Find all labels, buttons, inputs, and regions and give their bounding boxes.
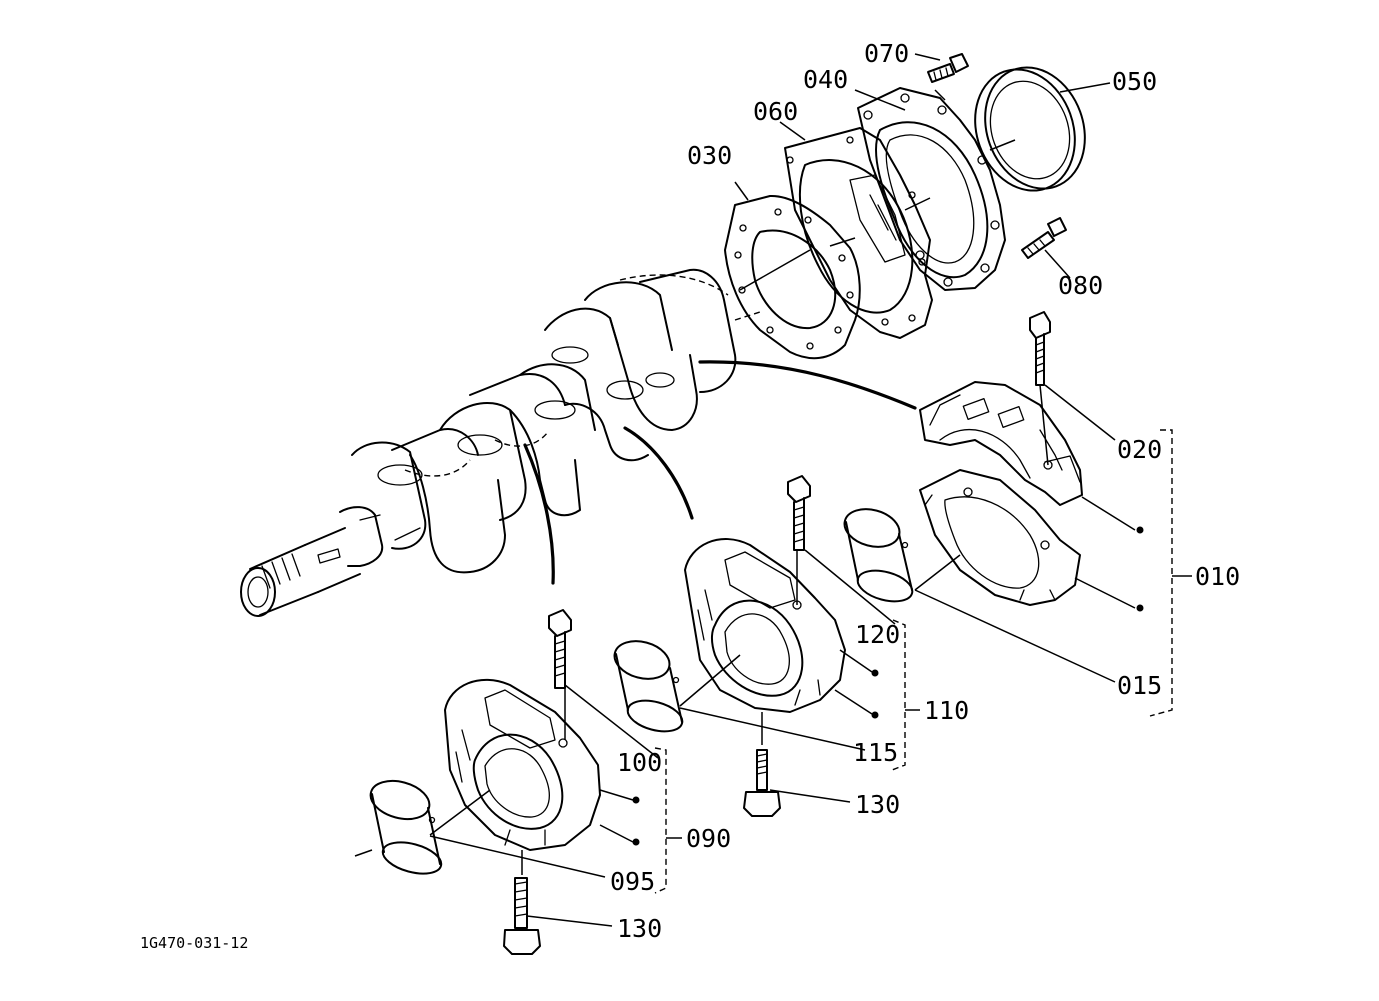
bolt-130-middle <box>743 749 781 817</box>
leader-lines <box>354 53 1136 927</box>
label-110: 110 <box>924 696 969 725</box>
crankshaft-body <box>339 268 761 574</box>
crankshaft <box>240 268 761 617</box>
reference-dots <box>632 526 1144 846</box>
bearing-case-110 <box>684 538 846 713</box>
label-070: 070 <box>864 39 909 68</box>
label-010: 010 <box>1195 562 1240 591</box>
label-130-middle: 130 <box>855 790 900 819</box>
bearing-case-010 <box>919 381 1083 606</box>
group-brackets <box>654 429 1192 894</box>
crankshaft-spline-end <box>240 527 361 617</box>
oil-seal-050 <box>974 66 1086 192</box>
assembly-arcs <box>523 360 917 585</box>
label-030: 030 <box>687 141 732 170</box>
bolt-130-left <box>503 877 541 955</box>
bolt-020 <box>1029 311 1051 386</box>
bearing-case-010-lower <box>919 469 1081 606</box>
label-060: 060 <box>753 97 798 126</box>
bushing-015 <box>843 508 914 603</box>
drawing-code: 1G470-031-12 <box>140 934 248 952</box>
label-100: 100 <box>617 748 662 777</box>
label-015: 015 <box>1117 671 1162 700</box>
label-120: 120 <box>855 620 900 649</box>
label-130-left: 130 <box>617 914 662 943</box>
label-095: 095 <box>610 867 655 896</box>
bushing-095 <box>369 779 443 875</box>
label-050: 050 <box>1112 67 1157 96</box>
bearing-case-010-upper <box>919 381 1083 506</box>
bearing-case-090 <box>444 678 601 851</box>
label-080: 080 <box>1058 271 1103 300</box>
label-020: 020 <box>1117 435 1162 464</box>
gasket-030 <box>724 194 861 360</box>
plate-040 <box>857 87 1006 291</box>
part-labels: 070 040 050 060 030 080 020 010 120 015 … <box>140 39 1240 952</box>
label-040: 040 <box>803 65 848 94</box>
label-090: 090 <box>686 824 731 853</box>
label-115: 115 <box>853 738 898 767</box>
bushing-115 <box>613 640 684 733</box>
bolt-080 <box>1021 217 1067 259</box>
bolt-120 <box>787 475 811 551</box>
bolt-070 <box>927 53 969 83</box>
bolt-100 <box>548 609 572 689</box>
